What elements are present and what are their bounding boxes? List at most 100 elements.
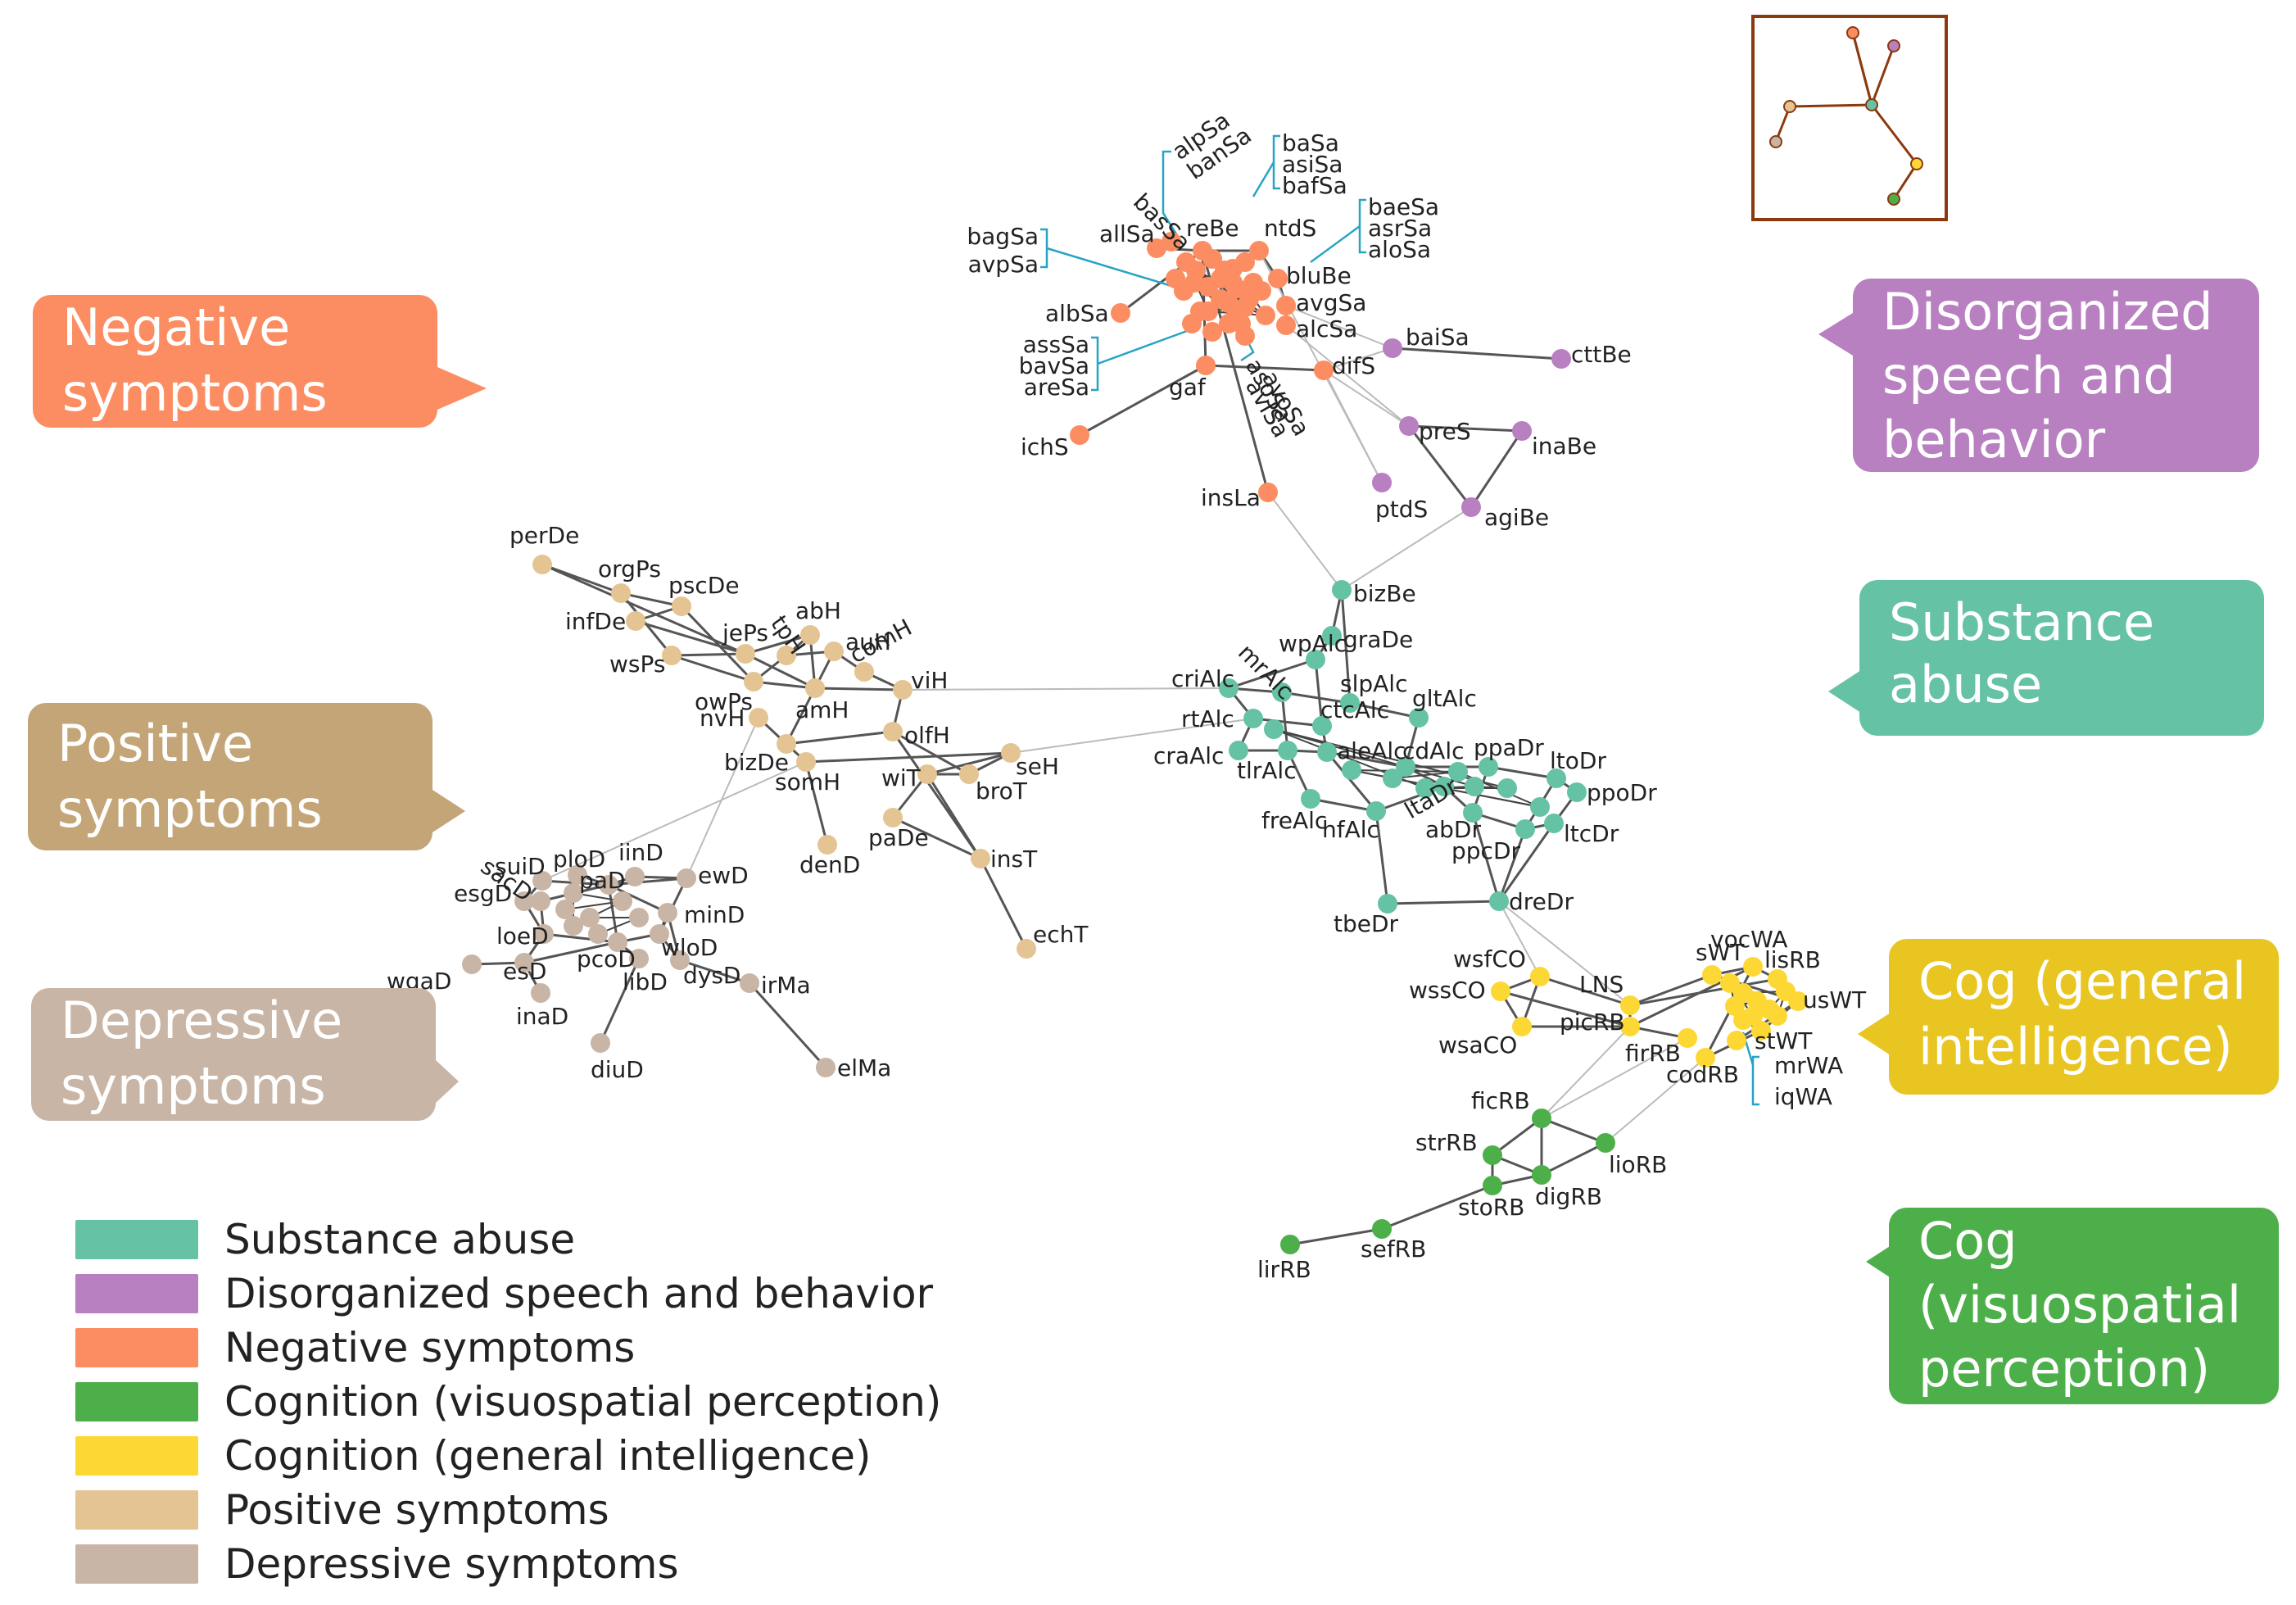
- node-label-difS: difS: [1332, 352, 1375, 379]
- node-broT: [959, 764, 979, 784]
- node-usWT: [1788, 991, 1808, 1011]
- node-label-iinD: iinD: [618, 839, 663, 866]
- node-label-seH: seH: [1016, 753, 1059, 780]
- node-echT: [1017, 939, 1036, 959]
- node-wsPs: [662, 646, 682, 665]
- node-esgD: [514, 891, 534, 911]
- legend-swatch: [75, 1490, 198, 1530]
- node-basSa: [1162, 232, 1181, 252]
- graph-edge: [1539, 975, 1631, 1007]
- node-sWT: [1702, 965, 1722, 985]
- graph-edge: [1541, 1037, 1688, 1119]
- legend-swatch: [75, 1382, 198, 1421]
- node-label-denD: denD: [799, 851, 860, 878]
- node-amH: [805, 678, 825, 698]
- node-alpSa: [1186, 261, 1206, 280]
- node-label-irMa: irMa: [761, 972, 811, 999]
- node-stWT: [1751, 1021, 1771, 1041]
- node-label-alcSa: alcSa: [1296, 315, 1357, 342]
- label-bracket: [1091, 326, 1197, 392]
- node-cdAlc: [1396, 757, 1415, 777]
- node-label-picRB: picRB: [1560, 1009, 1625, 1036]
- graph-node: [580, 908, 600, 927]
- legend-label: Negative symptoms: [224, 1324, 636, 1372]
- node-label-abDr: abDr: [1425, 816, 1481, 843]
- graph-edge: [891, 731, 982, 859]
- node-baiSa: [1383, 338, 1402, 358]
- node-label-ppaDr: ppaDr: [1474, 734, 1544, 761]
- node-tbeDr: [1378, 894, 1397, 914]
- node-wloD: [650, 924, 669, 944]
- node-olfH: [883, 722, 903, 741]
- node-abH: [800, 625, 820, 645]
- node-label-owPs: owPs: [695, 688, 753, 715]
- node-label-abH: abH: [795, 597, 841, 624]
- node-label-graDe: graDe: [1343, 626, 1413, 653]
- graph-edge: [1541, 1117, 1606, 1145]
- node-label-gltAlc: gltAlc: [1412, 685, 1477, 712]
- node-freAlc: [1301, 789, 1320, 809]
- legend-label: Depressive symptoms: [224, 1540, 679, 1588]
- node-label-avgSa: avgSa: [1296, 289, 1366, 316]
- node-suiD: [532, 871, 552, 891]
- node-label-auH: auH: [845, 628, 891, 655]
- node-label-ltoDr: ltoDr: [1550, 747, 1606, 774]
- node-label-albSa: albSa: [1045, 300, 1109, 327]
- node-aloSa: [1239, 289, 1259, 309]
- node-label-bafSa: bafSa: [1282, 172, 1347, 199]
- node-abDr: [1463, 803, 1483, 823]
- callout-disorg-tip: [1818, 313, 1853, 356]
- node-label-baiSa: baiSa: [1406, 324, 1470, 351]
- node-hfAlc: [1366, 801, 1386, 821]
- node-bizDe: [777, 734, 796, 754]
- graph-edge: [1498, 900, 1541, 977]
- node-label-perDe: perDe: [509, 522, 579, 549]
- graph-edge: [543, 932, 618, 944]
- node-label-rtAlc: rtAlc: [1181, 705, 1234, 732]
- node-gaf: [1196, 356, 1216, 375]
- graph-edge: [753, 680, 816, 690]
- node-label-lirRB: lirRB: [1257, 1256, 1311, 1283]
- callout-cogvis-text: Cog (visuospatial perception): [1918, 1211, 2242, 1399]
- node-label-tbeDr: tbeDr: [1334, 910, 1399, 937]
- graph-edge: [804, 761, 829, 846]
- node-label-stoRB: stoRB: [1458, 1194, 1524, 1221]
- node-label-inaBe: inaBe: [1532, 433, 1596, 460]
- node-label-codRB: codRB: [1666, 1061, 1739, 1088]
- callout-coggen-box: Cog (general intelligence): [1889, 939, 2279, 1095]
- legend-item: Cognition (visuospatial perception): [75, 1375, 941, 1429]
- label-layer: baSaasiSabafSabaeSaasrSaaloSabagSaavpSaa…: [387, 107, 1867, 1283]
- node-tpH: [777, 646, 796, 665]
- graph-edge: [671, 652, 746, 657]
- node-label-insLa: insLa: [1201, 484, 1261, 511]
- node-label-ppcDr: ppcDr: [1451, 837, 1521, 864]
- node-wsfCO: [1530, 967, 1550, 986]
- node-label-ntdS: ntdS: [1264, 215, 1316, 242]
- node-wgaD: [462, 954, 482, 974]
- label-bracket: [1310, 198, 1366, 264]
- graph-edge: [1541, 1141, 1606, 1177]
- legend-swatch: [75, 1274, 198, 1313]
- node-pcoD: [608, 932, 627, 952]
- node-dreDr: [1489, 891, 1509, 911]
- node-criAlc: [1219, 678, 1239, 698]
- node-vocWA: [1743, 957, 1763, 977]
- node-label-wsfCO: wsfCO: [1453, 945, 1526, 973]
- graph-node: [1448, 762, 1468, 782]
- node-label-cttBe: cttBe: [1571, 341, 1632, 368]
- node-label-ppoDr: ppoDr: [1587, 779, 1657, 806]
- node-wsaCO: [1512, 1017, 1532, 1036]
- node-ichS: [1070, 425, 1089, 445]
- node-orgPs: [611, 583, 631, 603]
- node-label-mrWA: mrWA: [1774, 1052, 1843, 1079]
- callout-coggen-text: Cog (general intelligence): [1918, 951, 2247, 1077]
- graph-edge: [1010, 718, 1254, 754]
- node-ltoDr: [1547, 768, 1566, 788]
- graph-edge: [1267, 492, 1343, 591]
- node-label-pcoD: pcoD: [577, 945, 636, 973]
- node-paDe: [883, 808, 903, 827]
- node-label-stWT: stWT: [1755, 1027, 1813, 1054]
- legend-item: Negative symptoms: [75, 1321, 941, 1375]
- graph-edge: [1273, 728, 1508, 789]
